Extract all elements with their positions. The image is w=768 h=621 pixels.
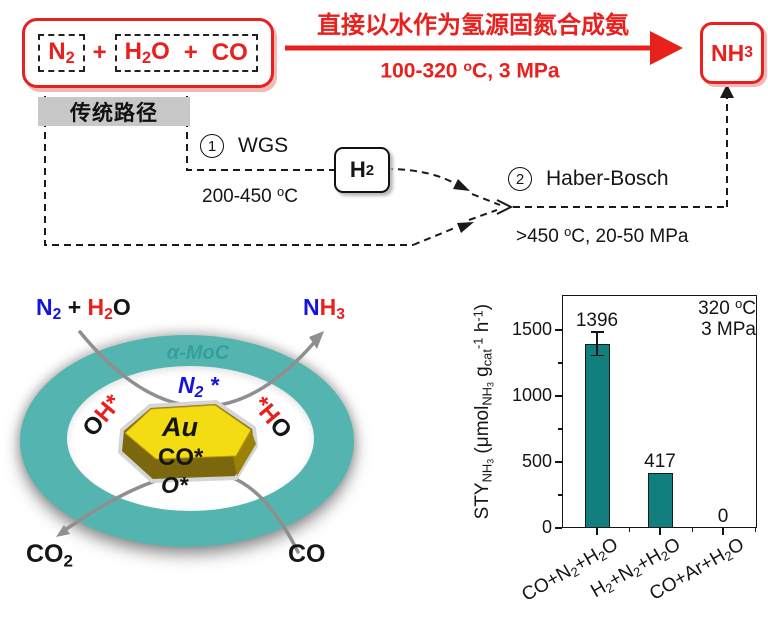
step1-conditions: 200-450 oC <box>202 184 298 207</box>
co-reactant-label: CO <box>288 540 326 568</box>
red-reaction-arrow <box>285 31 683 65</box>
x-axis-minor-tick <box>691 528 693 532</box>
y-axis-minor-tick <box>558 428 562 430</box>
reactant-co: CO <box>211 38 248 66</box>
y-tick-label: 500 <box>521 450 552 471</box>
y-tick-label: 0 <box>541 517 552 537</box>
traditional-path-label: 传统路径 <box>38 97 190 126</box>
y-axis-tick <box>555 461 562 463</box>
n2-dashed-box: N2 <box>38 33 85 73</box>
dashed-route-arrowheads <box>453 84 734 233</box>
bar-value-label: 1396 <box>575 309 619 331</box>
x-axis-minor-tick <box>754 528 756 532</box>
main-route-title: 直接以水作为氢源固氮合成氨 <box>317 12 629 39</box>
bar-value-label: 0 <box>717 506 729 527</box>
y-axis-minor-tick <box>558 494 562 496</box>
y-tick-label: 1000 <box>511 384 552 405</box>
merge-chevron <box>496 199 514 215</box>
reactants-box: N2 + H2O + CO <box>22 18 274 88</box>
y-axis-title: STYNH3 (μmolNH3 gcat-1 h-1) <box>470 303 496 520</box>
schematic-input-formula: N2 + H2O <box>36 294 131 323</box>
y-axis-tick <box>555 329 562 331</box>
bar <box>647 472 673 528</box>
h2o-co-dashed-box: H2O + CO <box>114 33 258 73</box>
y-axis-tick <box>555 395 562 397</box>
x-axis-minor-tick <box>628 528 630 532</box>
y-axis-tick <box>555 527 562 529</box>
step1-circled-number: 1 <box>200 134 224 158</box>
error-bar-cap <box>590 331 604 333</box>
bar-value-label: 417 <box>644 450 676 472</box>
step2-name: Haber-Bosch <box>546 167 669 190</box>
dashed-routes <box>44 72 728 246</box>
plus-sign-1: + <box>92 39 107 66</box>
chart-annotation-pressure: 3 MPa <box>701 319 756 340</box>
step1-name: WGS <box>238 134 289 157</box>
step2-circled-number: 2 <box>508 167 532 191</box>
x-axis-tick <box>659 528 661 535</box>
error-bar-cap <box>590 354 604 357</box>
au-nanoparticle <box>117 399 259 484</box>
co2-product-label: CO2 <box>26 540 73 571</box>
step1-wgs: 1 WGS <box>200 134 288 158</box>
step2-conditions: >450 oC, 20-50 MPa <box>516 224 689 247</box>
x-axis-tick <box>722 528 724 535</box>
step2-haber-bosch: 2 Haber-Bosch <box>508 167 669 191</box>
plus-sign-2: + <box>183 38 198 66</box>
adsorbed-o-label: O* <box>161 472 188 498</box>
adsorbed-co-label: CO* <box>158 444 204 471</box>
reactant-n2: N2 <box>48 37 75 68</box>
support-label: α-MoC <box>166 342 230 364</box>
main-route-conditions: 100-320 oC, 3 MPa <box>380 59 560 83</box>
x-axis-tick <box>596 528 598 535</box>
adsorbed-n2-label: N2 * <box>178 372 219 401</box>
bar <box>584 343 610 528</box>
error-bar-line <box>596 331 598 356</box>
reactant-h2o: H2O <box>124 37 170 68</box>
chart-annotation-temp: 320 oC <box>698 296 756 319</box>
y-tick-label: 1500 <box>511 318 552 339</box>
metal-au-label: Au <box>162 412 198 442</box>
y-axis-minor-tick <box>558 362 562 364</box>
cycle-arc-arrowheads <box>56 331 324 537</box>
schematic-product-formula: NH3 <box>303 294 345 323</box>
